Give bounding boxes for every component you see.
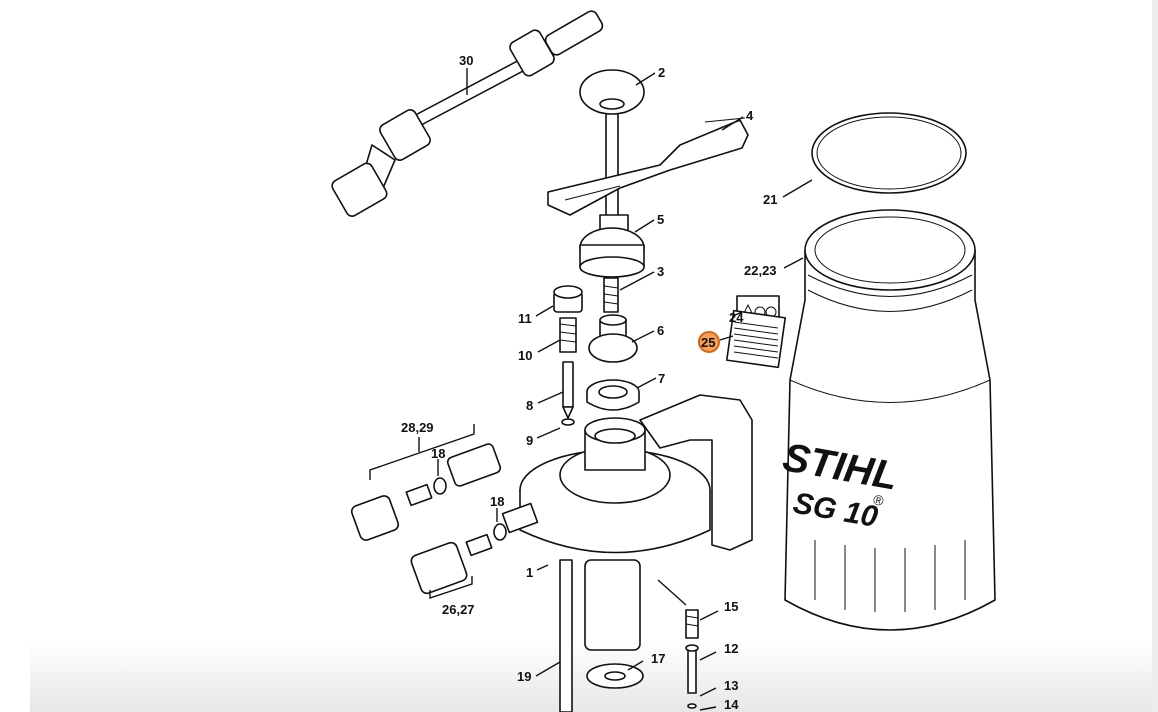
callout-25: 25 [701, 335, 715, 350]
highlight-marker [698, 331, 720, 353]
callout-19: 19 [517, 669, 531, 684]
callout-15: 15 [724, 599, 738, 614]
callout-28-29: 28,29 [401, 420, 434, 435]
valve-parts [553, 285, 583, 426]
callout-26-27: 26,27 [442, 602, 475, 617]
callout-9: 9 [526, 433, 533, 448]
callout-6: 6 [657, 323, 664, 338]
lever-part [547, 117, 749, 216]
callout-10: 10 [518, 348, 532, 363]
spray-lance-part [331, 10, 604, 217]
callout-1: 1 [526, 565, 533, 580]
leader-lines [369, 68, 813, 711]
callout-12: 12 [724, 641, 738, 656]
piston-part [588, 314, 638, 363]
callout-22-23: 22,23 [744, 263, 777, 278]
lower-valve-parts [586, 609, 699, 709]
instruction-label [725, 309, 787, 369]
callout-18-upper: 18 [431, 446, 445, 461]
screw-part [603, 277, 619, 313]
callout-8: 8 [526, 398, 533, 413]
right-edge-bar [1152, 0, 1158, 712]
callout-13: 13 [724, 678, 738, 693]
callout-7: 7 [658, 371, 665, 386]
tank-part [784, 209, 996, 631]
gasket-ring-part [811, 112, 967, 194]
callout-4: 4 [746, 108, 754, 123]
pump-head-part [501, 394, 753, 712]
callout-30: 30 [459, 53, 473, 68]
callout-14: 14 [724, 697, 739, 712]
pump-handle-knob-part [579, 69, 645, 231]
seal-ring-part [586, 379, 640, 411]
callout-5: 5 [657, 212, 664, 227]
callout-24: 24 [729, 310, 744, 325]
gear-nut-part [579, 214, 645, 278]
nozzle-parts [350, 443, 507, 595]
callout-17: 17 [651, 651, 665, 666]
callout-18-lower: 18 [490, 494, 504, 509]
callout-3: 3 [657, 264, 664, 279]
callout-2: 2 [658, 65, 665, 80]
svg-text:®: ® [872, 491, 886, 509]
callout-21: 21 [763, 192, 777, 207]
callout-labels: 30 2 4 5 3 21 22,23 24 25 11 6 10 7 8 9 … [401, 53, 777, 712]
callout-11: 11 [518, 311, 532, 326]
